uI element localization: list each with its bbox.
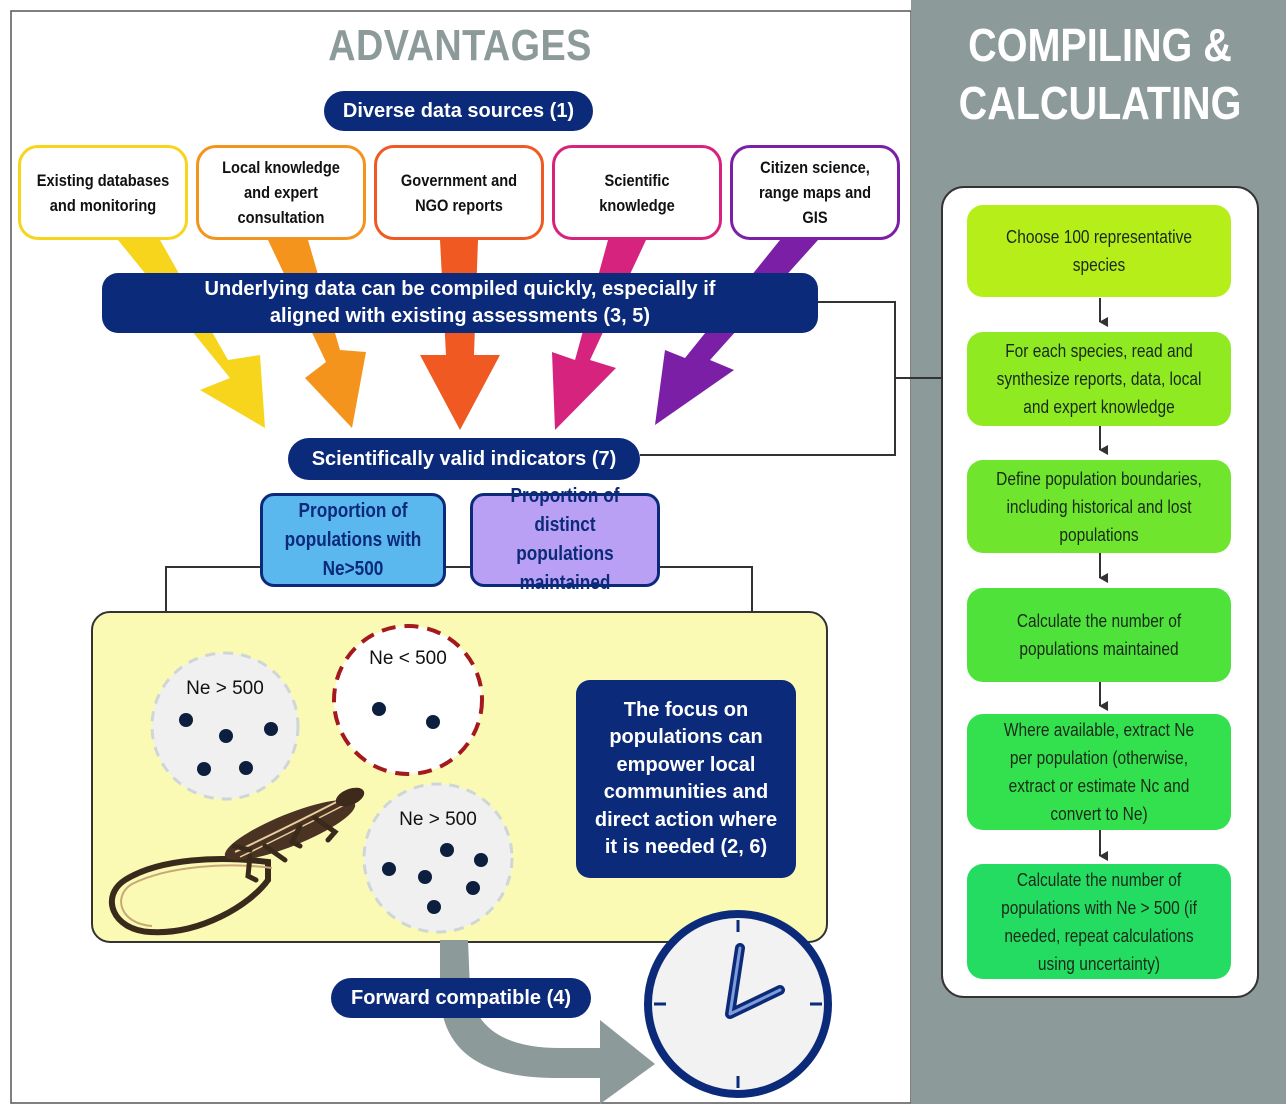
step-choose-species: Choose 100 representative species — [967, 205, 1231, 297]
step-define-boundaries: Define population boundaries, including … — [967, 460, 1231, 553]
population-circle-2 — [332, 624, 484, 776]
lizard-icon — [108, 787, 365, 936]
arrow-purple — [655, 240, 818, 425]
compiling-calculating-heading: COMPILING & CALCULATING — [958, 19, 1242, 129]
source-local-knowledge: Local knowledge and expert consultation — [196, 145, 366, 240]
compiled-quickly-pill: Underlying data can be compiled quickly,… — [102, 273, 818, 333]
population-circle-3 — [362, 782, 514, 934]
source-scientific-knowledge: Scientific knowledge — [552, 145, 722, 240]
step-calculate-maintained: Calculate the number of populations main… — [967, 588, 1231, 682]
clock-icon — [644, 910, 832, 1098]
circle-label-2: Ne < 500 — [369, 648, 447, 669]
diverse-sources-pill: Diverse data sources (1) — [324, 91, 593, 131]
population-circle-1 — [150, 651, 300, 801]
circle-label-1: Ne > 500 — [186, 678, 264, 699]
forward-arrow — [440, 940, 655, 1104]
step-calculate-ne500: Calculate the number of populations with… — [967, 864, 1231, 979]
bracket-left — [165, 566, 262, 612]
source-government-ngo: Government and NGO reports — [374, 145, 544, 240]
arrow-red — [420, 240, 500, 430]
focus-text-box: The focus on populations can empower loc… — [576, 680, 796, 878]
forward-compatible-pill: Forward compatible (4) — [331, 978, 591, 1018]
step-synthesize-reports: For each species, read and synthesize re… — [967, 332, 1231, 426]
bracket-right — [656, 566, 753, 612]
valid-indicators-pill: Scientifically valid indicators (7) — [288, 438, 640, 480]
step-extract-ne: Where available, extract Ne per populati… — [967, 714, 1231, 830]
population-dots — [179, 702, 488, 914]
circle-label-3: Ne > 500 — [399, 809, 477, 830]
advantages-heading: ADVANTAGES — [328, 21, 592, 70]
source-citizen-science: Citizen science, range maps and GIS — [730, 145, 900, 240]
arrow-yellow — [118, 240, 265, 428]
source-existing-databases: Existing databases and monitoring — [18, 145, 188, 240]
indicator-distinct-populations: Proportion of distinct populations maint… — [470, 485, 660, 594]
indicator-ne500: Proportion of populations with Ne>500 — [260, 493, 446, 587]
